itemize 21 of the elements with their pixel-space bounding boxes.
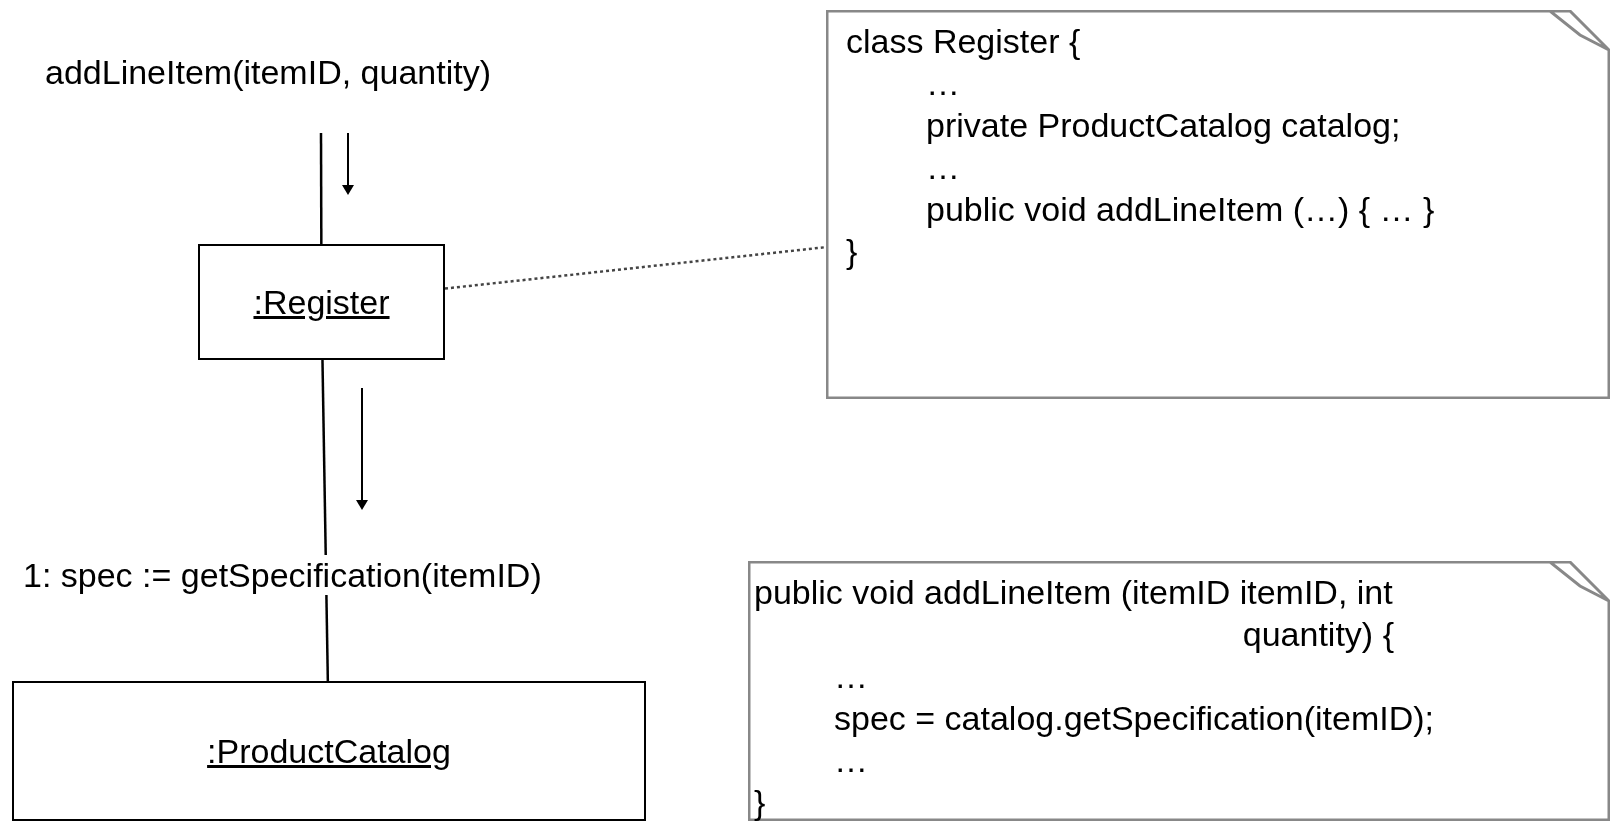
code-line: … (926, 147, 961, 188)
code-line: … (834, 656, 869, 697)
link-line (319, 133, 323, 244)
code-line: spec = catalog.getSpecification(itemID); (834, 698, 1435, 739)
note (826, 10, 1610, 399)
note (748, 561, 1610, 821)
dashed-line (444, 245, 827, 290)
object-name: :Register (253, 282, 390, 322)
code-line: … (926, 63, 961, 104)
code-line: } (754, 782, 767, 823)
object-box (12, 681, 646, 821)
code-line: class Register { (846, 21, 1082, 62)
message-label: 1: spec := getSpecification(itemID) (23, 555, 542, 595)
code-line: private ProductCatalog catalog; (926, 105, 1402, 146)
object-name: :ProductCatalog (207, 731, 451, 771)
code-line: public void addLineItem (…) { … } (926, 189, 1436, 230)
code-line: public void addLineItem (itemID itemID, int quantity) { (754, 572, 1394, 655)
code-line: … (834, 740, 869, 781)
code-line: } (846, 231, 859, 272)
object-box (198, 244, 445, 360)
link-line (321, 359, 330, 682)
